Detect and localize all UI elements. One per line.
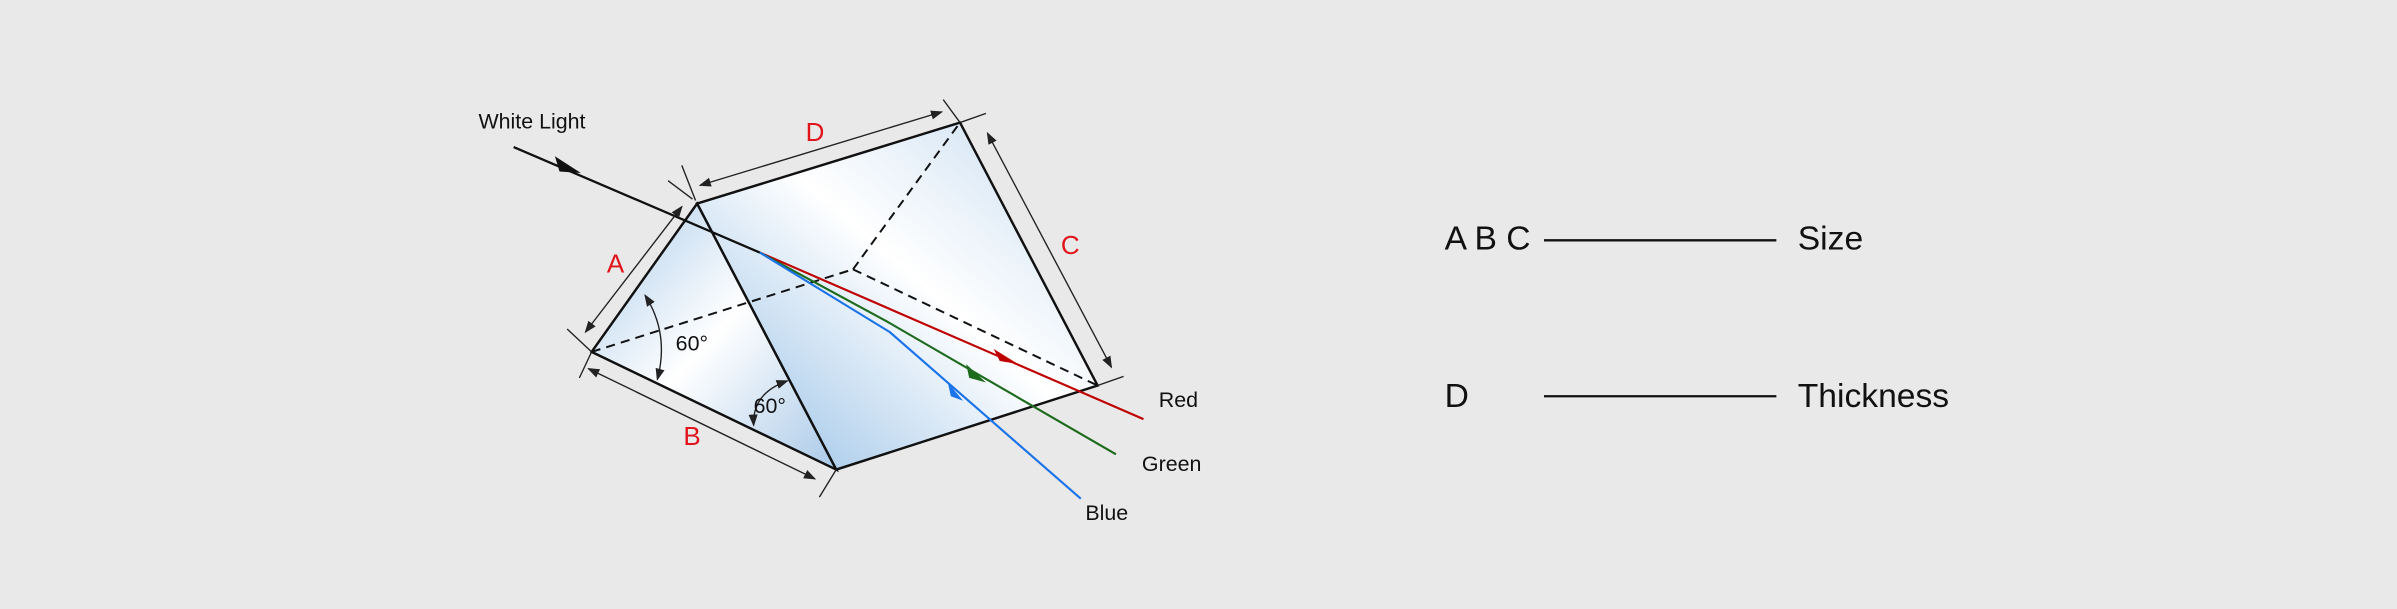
legend-key: A B C bbox=[1445, 220, 1531, 257]
dimension-label-b: B bbox=[683, 421, 700, 451]
legend-meaning: Size bbox=[1798, 220, 1863, 257]
dimension-label-c: C bbox=[1061, 230, 1080, 260]
blue-ray bbox=[759, 251, 1082, 500]
white-light-arrow-icon bbox=[554, 156, 581, 174]
blue-ray-label: Blue bbox=[1085, 501, 1128, 525]
legend-meaning: Thickness bbox=[1798, 378, 1949, 415]
legend-size: A B C Size bbox=[1445, 220, 1864, 257]
white-light-ray bbox=[513, 145, 761, 254]
angle-label-bottom: 60° bbox=[754, 394, 786, 418]
green-arrow-icon bbox=[966, 364, 987, 383]
angle-label-top: 60° bbox=[676, 331, 708, 355]
dimension-label-d: D bbox=[806, 117, 825, 147]
green-ray bbox=[759, 251, 1117, 456]
red-ray bbox=[759, 251, 1144, 421]
dimension-label-a: A bbox=[607, 248, 625, 278]
legend-thickness: D Thickness bbox=[1445, 378, 1950, 415]
green-ray-label: Green bbox=[1142, 452, 1201, 476]
legend-key: D bbox=[1445, 378, 1469, 415]
red-ray-label: Red bbox=[1159, 388, 1198, 412]
white-light-label: White Light bbox=[478, 110, 585, 134]
dimension-lines bbox=[566, 99, 1124, 498]
